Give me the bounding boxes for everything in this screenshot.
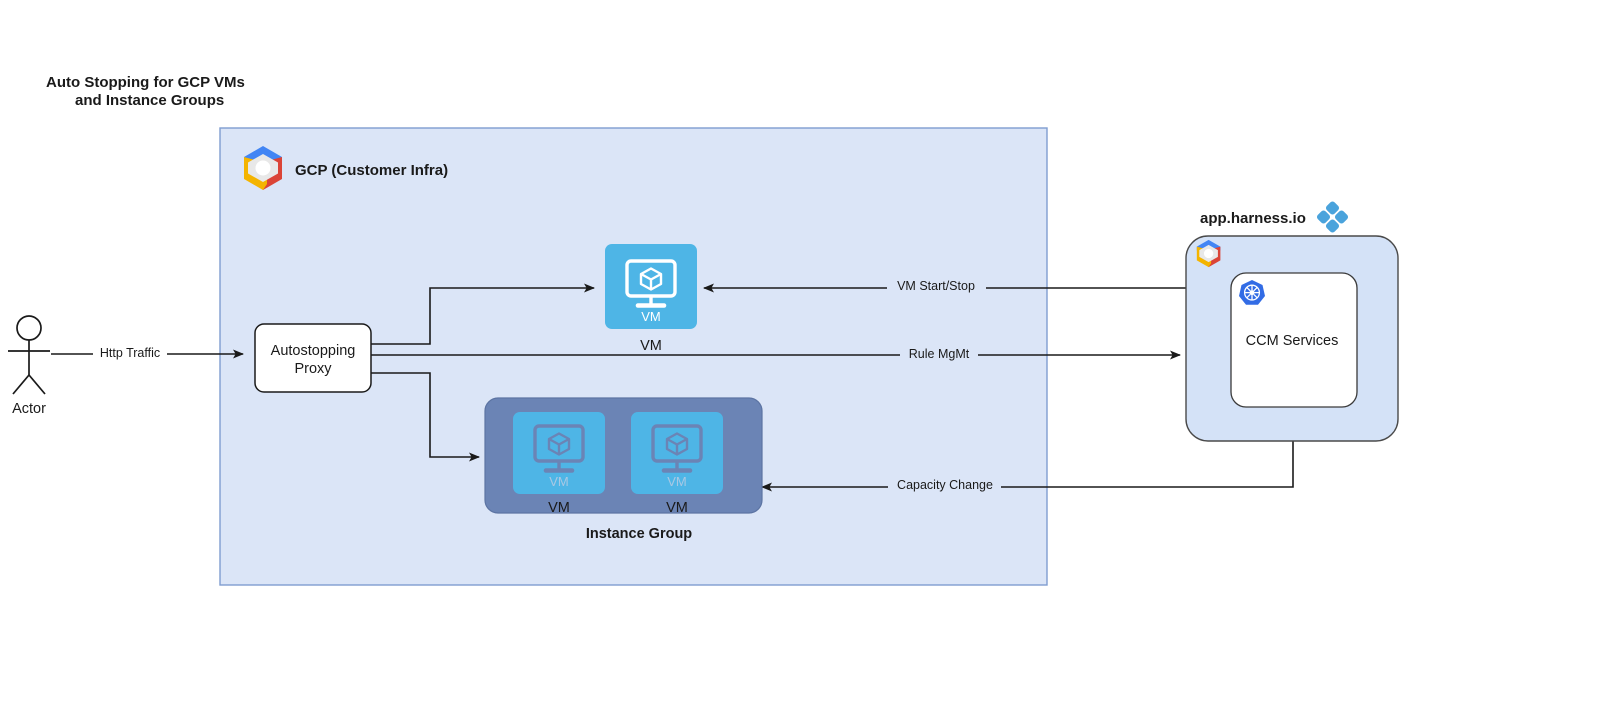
instance-group-caption: Instance Group: [586, 526, 692, 542]
instance-group-node[interactable]: VM VM VM VM Instance Group: [484, 397, 763, 542]
edge-label-vm-start-stop: VM Start/Stop: [897, 279, 975, 293]
edge-label-http-traffic: Http Traffic: [100, 346, 160, 360]
edge-label-bg: [888, 476, 1001, 492]
harness-label: app.harness.io: [1200, 210, 1306, 227]
vm-inner-label: VM: [641, 309, 661, 324]
actor: Actor: [8, 315, 50, 417]
edge-proxy-to-vm: [371, 283, 595, 345]
ccm-services-node[interactable]: CCM Services: [1230, 272, 1358, 408]
proxy-label-line2: Proxy: [294, 361, 332, 377]
harness-container: app.harness.io CCM Services: [1185, 200, 1399, 442]
edge-proxy-to-instance-group: [371, 372, 480, 462]
page-title: Auto Stopping for GCP VMs and Instance G…: [46, 74, 245, 109]
harness-logo-icon: [1315, 200, 1350, 234]
vm-caption: VM: [640, 338, 662, 354]
edge-capacity-change: Capacity Change: [761, 441, 1294, 492]
edge-label-bg: [93, 344, 167, 360]
vm-caption: VM: [666, 500, 688, 516]
instance-group-vm-2[interactable]: VM VM: [631, 412, 723, 516]
gcp-container-label: GCP (Customer Infra): [295, 162, 448, 179]
actor-stick-figure-icon: [8, 315, 50, 395]
proxy-label-line1: Autostopping: [271, 343, 356, 359]
edge-vm-start-stop: VM Start/Stop: [703, 277, 1186, 293]
edge-label-bg: [900, 345, 978, 361]
vm-inner-label: VM: [549, 474, 569, 489]
edge-label-bg: [887, 277, 986, 293]
edge-label-capacity-change: Capacity Change: [897, 478, 993, 492]
page-title-line1: Auto Stopping for GCP VMs: [46, 74, 245, 91]
ccm-services-label: CCM Services: [1246, 333, 1339, 349]
page-title-line2: and Instance Groups: [75, 92, 224, 109]
autostopping-proxy-node[interactable]: Autostopping Proxy: [254, 323, 372, 393]
vm-caption: VM: [548, 500, 570, 516]
edge-http-traffic: Http Traffic: [51, 344, 244, 360]
actor-label: Actor: [12, 401, 46, 417]
vm-inner-label: VM: [667, 474, 687, 489]
vm-node[interactable]: VM VM: [605, 244, 697, 354]
edge-label-rule-mgmt: Rule MgMt: [909, 347, 970, 361]
instance-group-vm-1[interactable]: VM VM: [513, 412, 605, 516]
edge-rule-mgmt: Rule MgMt: [371, 345, 1181, 361]
